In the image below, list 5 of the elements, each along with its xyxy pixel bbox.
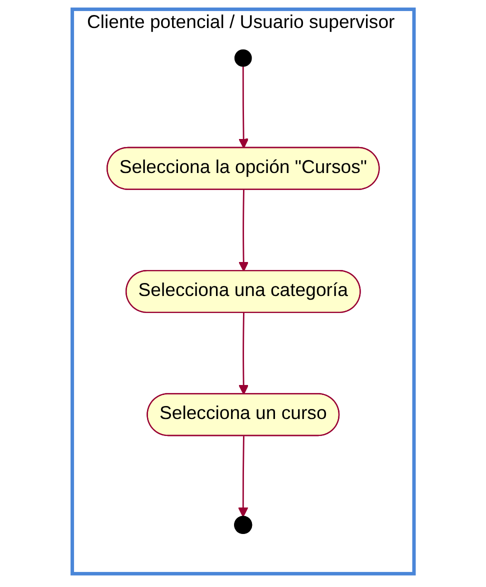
arrow	[238, 190, 249, 272]
arrow	[238, 66, 249, 149]
node-circle	[234, 49, 252, 67]
arrow	[238, 312, 249, 395]
arrow	[238, 436, 248, 518]
